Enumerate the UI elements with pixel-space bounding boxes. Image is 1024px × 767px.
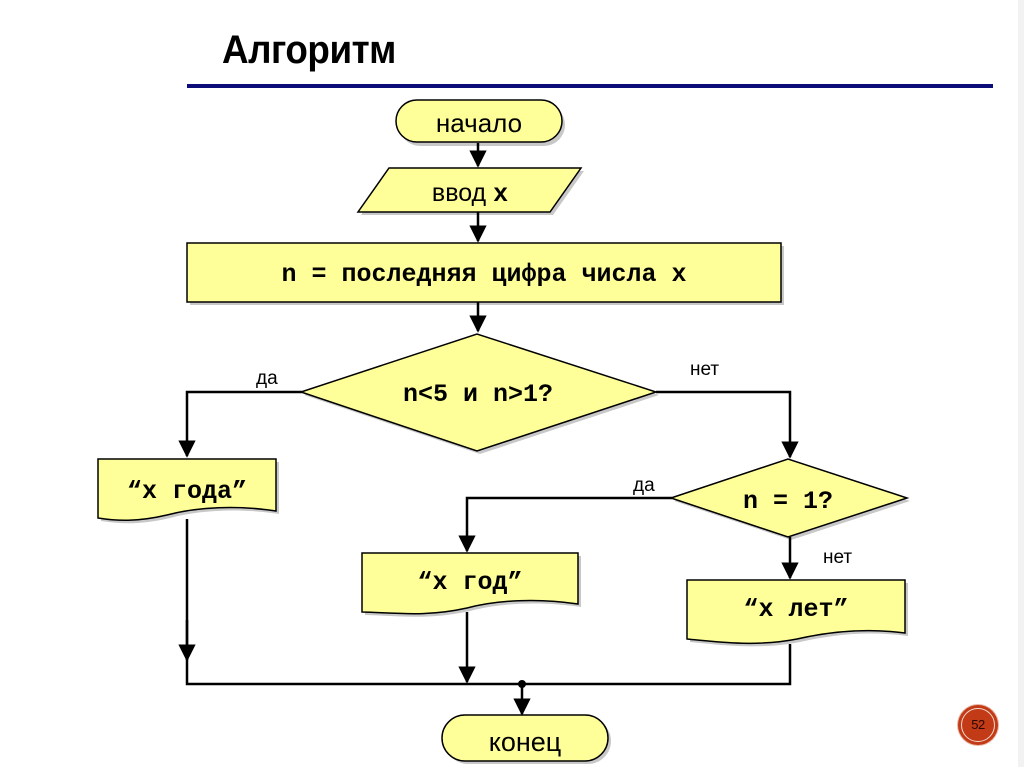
end-label: конец [489, 727, 562, 757]
edge-decision1-yes [178, 390, 302, 458]
input-label: ввод x [432, 179, 508, 209]
page-number-badge: 52 [958, 705, 998, 745]
merge-junction-dot [518, 680, 526, 688]
decision2-diamond [668, 458, 910, 538]
decision2-yes-label: да [633, 475, 655, 496]
output-god-label: “x год” [417, 568, 522, 597]
input-label-text: ввод [432, 179, 493, 207]
output-goda-label: “x года” [127, 477, 247, 506]
title-underline [187, 84, 993, 88]
decision1-no-label: нет [690, 359, 719, 380]
output-goda-doc [97, 458, 277, 522]
process-label: n = последняя цифра числа x [281, 260, 686, 289]
edge-merge-line [185, 519, 792, 686]
page-edge [1018, 0, 1024, 767]
end-terminator [441, 714, 609, 762]
input-parallelogram [356, 167, 583, 213]
decision2-no-label: нет [823, 547, 852, 568]
input-label-var: x [493, 180, 508, 209]
output-god-doc [361, 552, 579, 615]
decision1-yes-label: да [256, 368, 278, 389]
decision1-label: n<5 и n>1? [403, 380, 553, 409]
decision2-label: n = 1? [743, 487, 833, 516]
edge-decision2-yes [458, 496, 672, 553]
page-number: 52 [971, 717, 985, 732]
edge-decision1-no [656, 390, 799, 459]
process-box [186, 242, 782, 303]
start-label: начало [436, 108, 522, 138]
output-let-doc [686, 579, 906, 645]
decision1-diamond [298, 333, 659, 452]
output-let-label: “x лет” [743, 595, 848, 624]
slide-title: Алгоритм [222, 28, 396, 72]
connectors [178, 143, 799, 716]
start-terminator [395, 99, 563, 143]
page-badge-ring [961, 708, 995, 742]
